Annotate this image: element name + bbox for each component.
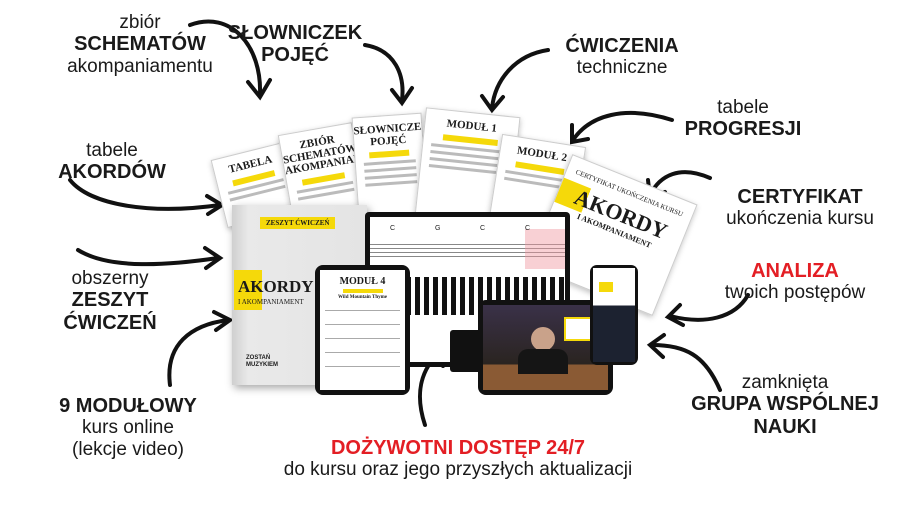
arrow-icon bbox=[570, 111, 674, 145]
label-text: tabele bbox=[86, 140, 138, 161]
arrow-icon bbox=[188, 19, 272, 101]
label-text: zamknięta bbox=[741, 372, 829, 393]
label-text: SŁOWNICZEK bbox=[227, 22, 363, 44]
workbook-logo: ZOSTAŃ MUZYKIEM bbox=[246, 355, 278, 368]
label-text: ĆWICZEŃ bbox=[63, 311, 157, 334]
arrow-icon bbox=[76, 246, 224, 270]
phone bbox=[590, 265, 638, 365]
video-tablet bbox=[478, 300, 613, 395]
tablet-song: Wild Mountain Thyme bbox=[338, 295, 387, 300]
chord-label: C bbox=[390, 225, 396, 232]
label-text: ukończenia kursu bbox=[726, 208, 874, 230]
label-text: obszerny bbox=[71, 268, 149, 289]
label-text: ANALIZA bbox=[751, 260, 839, 282]
label-text: kurs online bbox=[82, 417, 174, 439]
label-text: PROGRESJI bbox=[684, 118, 802, 141]
workbook-tag: ZESZYT ĆWICZEŃ bbox=[260, 217, 336, 229]
arrow-icon bbox=[363, 43, 414, 107]
tablet: MODUŁ 4 Wild Mountain Thyme bbox=[315, 265, 410, 395]
arrow-icon bbox=[646, 333, 722, 392]
label-text: ĆWICZENIA bbox=[565, 35, 679, 57]
label-text: (lekcje video) bbox=[72, 438, 184, 460]
label-text: akompaniamentu bbox=[67, 55, 213, 77]
label-text: 9 MODUŁOWY bbox=[59, 395, 197, 417]
label-text: tabele bbox=[717, 97, 769, 118]
chord-label: C bbox=[525, 225, 531, 232]
workbook-subtitle: I AKOMPANIAMENT bbox=[238, 298, 304, 306]
tablet-title: MODUŁ 4 bbox=[339, 276, 386, 287]
label-text: NAUKI bbox=[753, 415, 817, 438]
document-title: ZBIÓR SCHEMATÓW AKOMPANIAMENTU bbox=[282, 133, 368, 178]
chord-label: C bbox=[480, 225, 486, 232]
label-text: CERTYFIKAT bbox=[737, 186, 863, 208]
label-text: do kursu oraz jego przyszłych aktualizac… bbox=[283, 459, 633, 481]
label-text: DOŻYWOTNI DOSTĘP 24/7 bbox=[330, 437, 586, 459]
label-text: zbiór bbox=[119, 12, 161, 33]
label-text: techniczne bbox=[576, 57, 668, 79]
workbook-title: AKORDY bbox=[238, 277, 314, 296]
label-text: ZESZYT bbox=[71, 289, 149, 312]
document-title: SŁOWNICZEK POJĘĆ bbox=[353, 120, 429, 148]
arrow-icon bbox=[480, 48, 550, 114]
chord-label: G bbox=[435, 225, 441, 232]
label-text: GRUPA WSPÓLNEJ bbox=[691, 393, 879, 416]
arrow-icon bbox=[167, 310, 234, 387]
arrow-icon bbox=[664, 293, 750, 327]
label-text: SCHEMATÓW bbox=[74, 33, 206, 56]
label-text: AKORDÓW bbox=[58, 161, 166, 184]
arrow-icon bbox=[68, 178, 226, 216]
label-text: POJĘĆ bbox=[261, 44, 329, 67]
label-text: twoich postępów bbox=[724, 282, 866, 304]
